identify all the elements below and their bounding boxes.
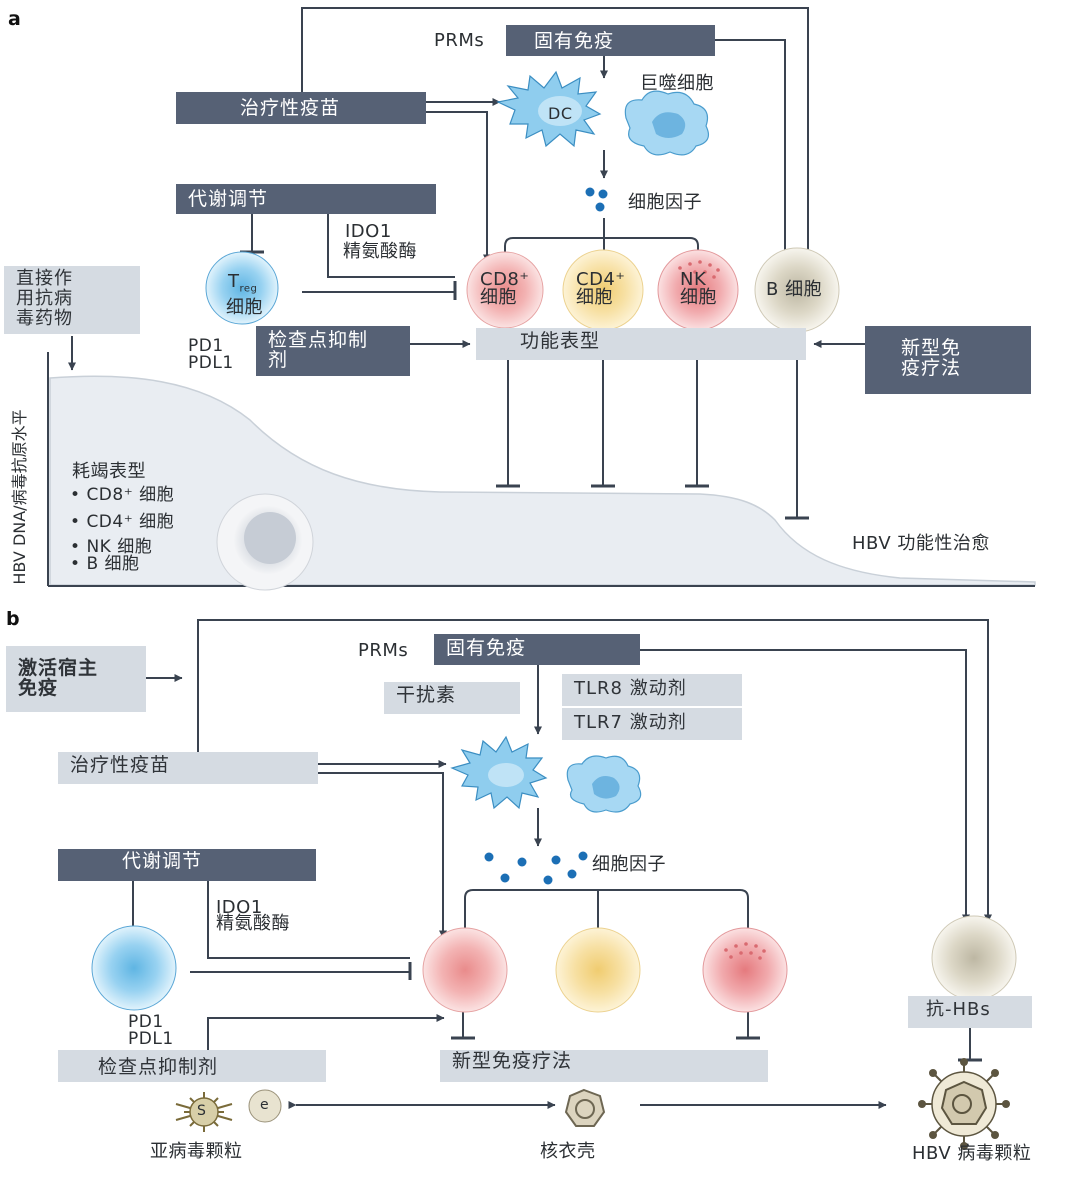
macrophage-cell-a [624, 90, 709, 156]
exhausted-item: • B 细胞 [70, 554, 140, 574]
nk-label-a: NK [680, 269, 707, 290]
functional-cure-label: HBV 功能性治愈 [852, 533, 990, 554]
panel-b-letter: b [6, 608, 20, 630]
vaccine-box-b: 治疗性疫苗 [58, 752, 318, 784]
exhausted-item: • NK 细胞 [70, 537, 153, 557]
prms-label-b: PRMs [358, 640, 409, 661]
arginase-label-a: 精氨酸酶 [343, 241, 417, 262]
exhausted-phenotype-title: 耗竭表型 [72, 461, 146, 482]
nucleocapsid-icon [564, 1088, 606, 1127]
cytokines-label-a: 细胞因子 [628, 192, 702, 213]
interferon-box: 干扰素 [384, 682, 520, 714]
checkpoint-box-b: 检查点抑制剂 [58, 1050, 326, 1082]
checkpoint-line1: 检查点抑制 [268, 329, 369, 351]
direct-antiviral-line2: 用抗病 [16, 288, 73, 309]
pdl1-label-b: PDL1 [128, 1029, 174, 1049]
innate-immunity-box-b: 固有免疫 [434, 634, 640, 665]
innate-immunity-box-a: 固有免疫 [506, 25, 715, 56]
subviral-particle-label: 亚病毒颗粒 [150, 1141, 243, 1162]
panel-a-letter: a [8, 8, 21, 30]
b-cell-label-a: B 细胞 [766, 279, 823, 300]
tlr8-box: TLR8 激动剂 [562, 674, 742, 706]
novel-immuno-line1: 新型免 [901, 337, 962, 359]
exhausted-item-cd8: CD8⁺ 细胞 [86, 485, 175, 505]
direct-antiviral-line3: 毒药物 [16, 308, 73, 329]
macrophage-cell-b [566, 755, 642, 813]
exhausted-item-cd4: CD4⁺ 细胞 [86, 512, 175, 532]
treg-sub: reg [239, 283, 258, 295]
novel-immunotherapy-box-a: 新型免 疫疗法 [865, 326, 1031, 394]
metabolic-box-b: 代谢调节 [58, 849, 316, 881]
activate-host-line2: 免疫 [18, 677, 59, 699]
direct-antiviral-line1: 直接作 [16, 268, 73, 289]
pd1-label-a: PD1 [188, 336, 224, 356]
novel-immuno-line2: 疫疗法 [901, 357, 962, 379]
nucleocapsid-label: 核衣壳 [540, 1141, 596, 1162]
cd8-label-a: CD8⁺ [480, 269, 530, 290]
functional-phenotype-box: 功能表型 [476, 328, 806, 360]
subviral-particle-icon [175, 1092, 233, 1132]
pd1-label-b: PD1 [128, 1012, 164, 1032]
y-axis-label: HBV DNA/病毒抗原水平 [10, 409, 29, 585]
direct-antiviral-box: 直接作 用抗病 毒药物 [4, 266, 140, 334]
activate-host-line1: 激活宿主 [18, 657, 99, 679]
ido1-label-b: IDO1 [216, 897, 263, 918]
pdl1-label-a: PDL1 [188, 353, 234, 373]
tlr7-box: TLR7 激动剂 [562, 708, 742, 740]
cd4-cell-label-a: 细胞 [576, 287, 613, 308]
hbv-virion-icon [918, 1058, 1010, 1150]
hbv-virion-label: HBV 病毒颗粒 [912, 1143, 1032, 1164]
checkpoint-box-a: 检查点抑制 剂 [256, 326, 410, 376]
novel-immunotherapy-box-b: 新型免疫疗法 [440, 1050, 768, 1082]
activate-host-box: 激活宿主 免疫 [6, 646, 146, 712]
anti-hbs-box: 抗-HBs [908, 996, 1032, 1028]
vaccine-box-a: 治疗性疫苗 [176, 92, 426, 124]
treg-main: T [228, 271, 240, 292]
exhausted-item: • CD8⁺ 细胞 [70, 485, 175, 505]
s-antigen-label: S [197, 1103, 207, 1119]
dc-cell-a [496, 70, 602, 148]
treg-label-a: Treg [228, 272, 257, 299]
dc-label-a: DC [548, 104, 573, 123]
nk-cell-label-a: 细胞 [680, 287, 717, 308]
treg-cell-label-a: 细胞 [226, 297, 263, 318]
dc-cell-b [450, 735, 548, 810]
metabolic-box-a: 代谢调节 [176, 184, 436, 214]
exhausted-item-b: B 细胞 [86, 554, 140, 574]
prms-label-a: PRMs [434, 30, 485, 51]
e-antigen-label: e [260, 1097, 270, 1113]
cd8-cell-label-a: 细胞 [480, 287, 517, 308]
exhausted-item-nk: NK 细胞 [86, 537, 153, 557]
cytokines-label-b: 细胞因子 [592, 854, 666, 875]
macrophage-label-a: 巨噬细胞 [640, 73, 714, 94]
exhausted-item: • CD4⁺ 细胞 [70, 512, 175, 532]
cd4-label-a: CD4⁺ [576, 269, 626, 290]
arginase-label-b: 精氨酸酶 [216, 913, 290, 934]
checkpoint-line2: 剂 [268, 349, 289, 371]
ido1-label-a: IDO1 [345, 221, 392, 242]
